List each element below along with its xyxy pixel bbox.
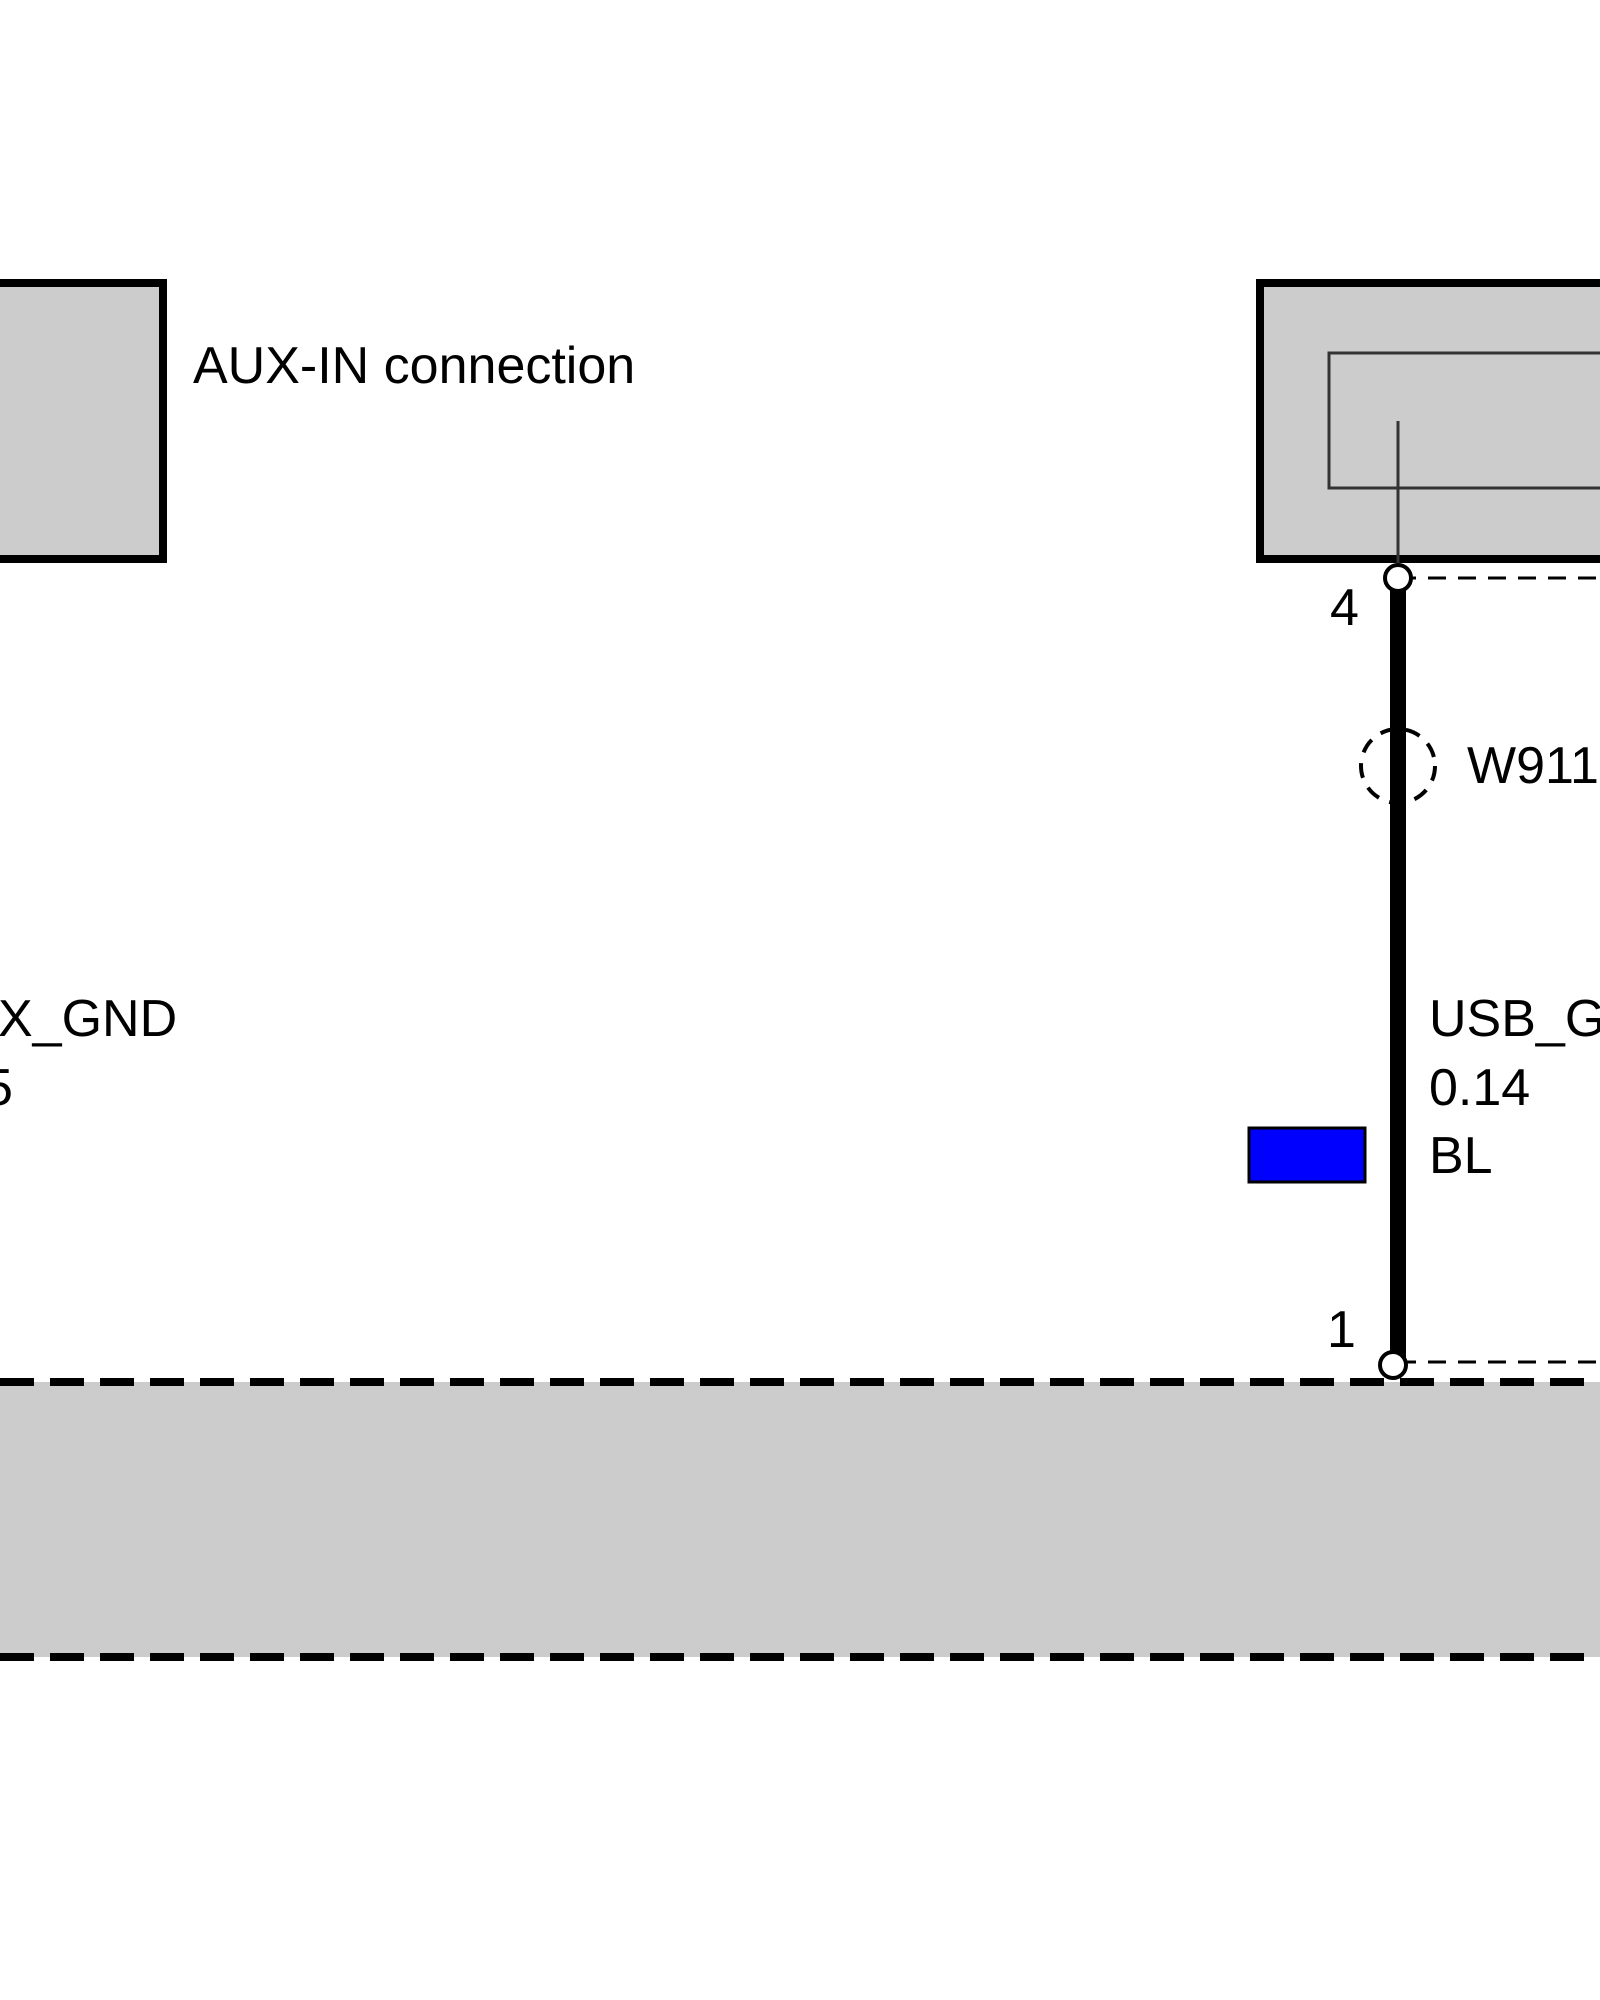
wire-color-swatch xyxy=(1247,1126,1367,1184)
pin-1-terminal xyxy=(1378,1350,1408,1380)
bottom-module xyxy=(0,1382,1600,1657)
pin-bottom-number: 1 xyxy=(1327,1301,1356,1359)
shield-marker xyxy=(1359,727,1437,805)
aux-in-connector xyxy=(0,279,167,563)
aux-wire-name: X_GND xyxy=(0,990,177,1048)
aux-wire-size: 5 xyxy=(0,1059,13,1117)
usb-wire-color-code: BL xyxy=(1429,1127,1493,1185)
pin-top-number: 4 xyxy=(1330,579,1359,637)
usb-wire-size: 0.14 xyxy=(1429,1059,1530,1117)
usb-connector xyxy=(1256,279,1600,563)
usb-connector-socket xyxy=(1327,351,1600,490)
aux-in-label: AUX-IN connection xyxy=(193,337,635,395)
usb-wire-name: USB_G xyxy=(1429,990,1600,1048)
pin-4-terminal xyxy=(1383,563,1413,593)
shield-label: W911 xyxy=(1467,737,1599,795)
